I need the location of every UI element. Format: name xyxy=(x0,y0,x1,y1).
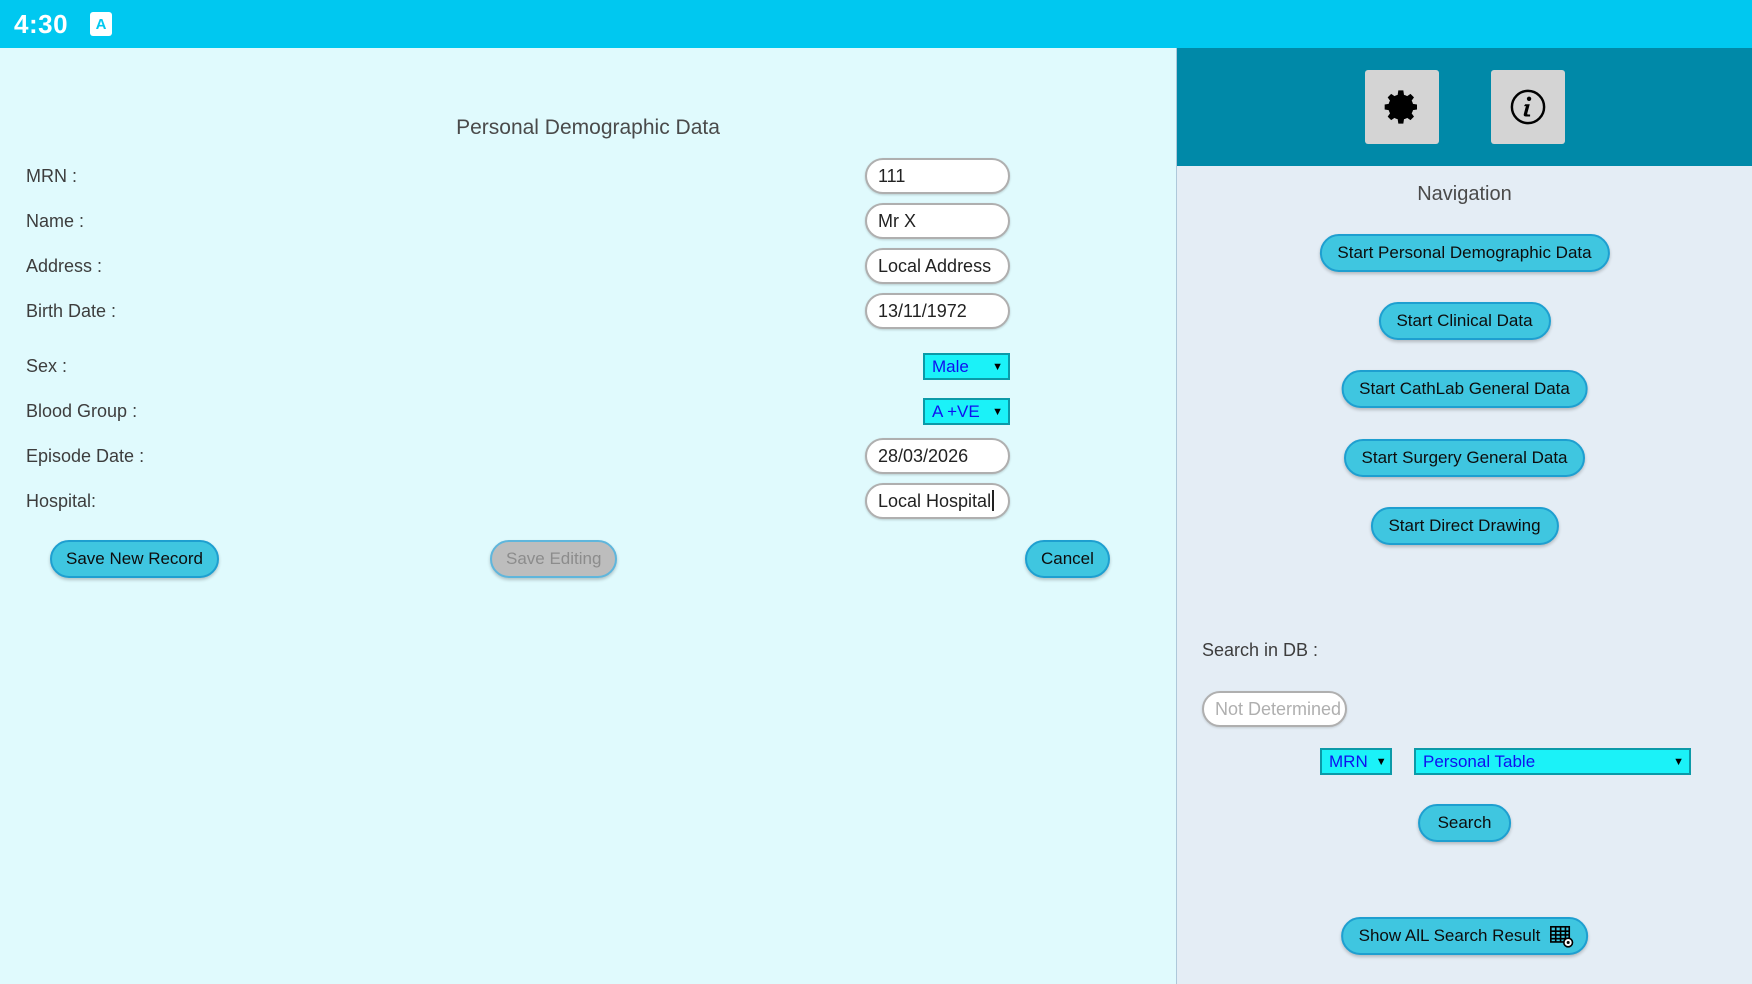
episode-date-input[interactable]: 28/03/2026 xyxy=(865,438,1010,474)
search-field-dropdown[interactable]: MRN ▼ xyxy=(1320,748,1392,775)
search-field-dropdown-value: MRN xyxy=(1329,751,1368,771)
text-caret xyxy=(992,490,995,511)
form-row-blood-group: Blood Group : A +VE ▼ xyxy=(0,393,1176,438)
field-hospital-wrap: Local Hospital xyxy=(865,483,1010,519)
save-editing-button: Save Editing xyxy=(490,540,618,578)
form-field-list: MRN : 111 Name : Mr X Address : Local Ad… xyxy=(0,158,1176,528)
cancel-button[interactable]: Cancel xyxy=(1025,540,1110,578)
form-row-address: Address : Local Address xyxy=(0,248,1176,293)
chevron-down-icon: ▼ xyxy=(1673,755,1684,768)
table-grid-icon xyxy=(1548,923,1574,949)
form-row-name: Name : Mr X xyxy=(0,203,1176,248)
navigation-title: Navigation xyxy=(1417,183,1512,205)
field-episode-date-wrap: 28/03/2026 xyxy=(865,438,1010,474)
field-birth-date-wrap: 13/11/1972 xyxy=(865,293,1010,329)
form-action-bar: Save New Record Save Editing Cancel xyxy=(0,540,1176,582)
hospital-input-value: Local Hospital xyxy=(878,491,992,511)
label-address: Address : xyxy=(26,256,103,276)
name-input[interactable]: Mr X xyxy=(865,203,1010,239)
form-row-birth-date: Birth Date : 13/11/1972 xyxy=(0,293,1176,338)
search-input[interactable]: Not Determined xyxy=(1202,691,1347,727)
save-new-record-button[interactable]: Save New Record xyxy=(50,540,220,578)
nav-start-personal-demographic-data[interactable]: Start Personal Demographic Data xyxy=(1319,234,1610,272)
search-section-label: Search in DB : xyxy=(1202,640,1319,660)
label-sex: Sex : xyxy=(26,356,68,376)
field-name-wrap: Mr X xyxy=(865,203,1010,239)
birth-date-input[interactable]: 13/11/1972 xyxy=(865,293,1010,329)
form-row-episode-date: Episode Date : 28/03/2026 xyxy=(0,438,1176,483)
blood-group-dropdown-value: A +VE xyxy=(932,401,980,421)
gear-icon xyxy=(1382,87,1422,127)
form-row-hospital: Hospital: Local Hospital xyxy=(0,483,1176,528)
panel-header xyxy=(1177,48,1752,166)
field-sex-wrap: Male ▼ xyxy=(923,353,1010,380)
settings-button[interactable] xyxy=(1364,70,1439,144)
status-time: 4:30 xyxy=(14,8,69,39)
nav-start-clinical-data[interactable]: Start Clinical Data xyxy=(1378,302,1551,340)
search-table-dropdown[interactable]: Personal Table ▼ xyxy=(1414,748,1691,775)
label-mrn: MRN : xyxy=(26,166,77,186)
label-episode-date: Episode Date : xyxy=(26,446,145,466)
form-row-sex: Sex : Male ▼ xyxy=(0,348,1176,393)
chevron-down-icon: ▼ xyxy=(1375,755,1387,768)
label-birth-date: Birth Date : xyxy=(26,301,117,321)
field-address-wrap: Local Address xyxy=(865,248,1010,284)
status-bar: 4:30 A xyxy=(0,0,1752,48)
sex-dropdown[interactable]: Male ▼ xyxy=(923,353,1010,380)
sex-dropdown-value: Male xyxy=(932,356,969,376)
mrn-input[interactable]: 111 xyxy=(865,158,1010,194)
app-notification-icon: A xyxy=(90,12,113,36)
show-all-search-result-button[interactable]: Show AlL Search Result xyxy=(1340,917,1589,955)
chevron-down-icon: ▼ xyxy=(992,405,1003,418)
hospital-input[interactable]: Local Hospital xyxy=(865,483,1010,519)
info-button[interactable] xyxy=(1490,70,1565,144)
search-button[interactable]: Search xyxy=(1417,804,1512,842)
form-panel: Personal Demographic Data MRN : 111 Name… xyxy=(0,48,1176,984)
label-name: Name : xyxy=(26,211,85,231)
info-icon xyxy=(1507,86,1549,128)
page-title: Personal Demographic Data xyxy=(456,116,720,139)
nav-start-surgery-general-data[interactable]: Start Surgery General Data xyxy=(1343,439,1586,477)
field-mrn-wrap: 111 xyxy=(865,158,1010,194)
show-all-search-result-label: Show AlL Search Result xyxy=(1358,926,1541,945)
label-hospital: Hospital: xyxy=(26,491,97,511)
search-table-dropdown-value: Personal Table xyxy=(1423,751,1536,771)
blood-group-dropdown[interactable]: A +VE ▼ xyxy=(923,398,1010,425)
nav-start-cathlab-general-data[interactable]: Start CathLab General Data xyxy=(1341,370,1588,408)
nav-start-direct-drawing[interactable]: Start Direct Drawing xyxy=(1370,507,1559,545)
navigation-panel: Navigation Start Personal Demographic Da… xyxy=(1176,48,1752,984)
form-row-mrn: MRN : 111 xyxy=(0,158,1176,203)
chevron-down-icon: ▼ xyxy=(992,360,1003,373)
label-blood-group: Blood Group : xyxy=(26,401,138,421)
field-blood-group-wrap: A +VE ▼ xyxy=(923,398,1010,425)
address-input[interactable]: Local Address xyxy=(865,248,1010,284)
